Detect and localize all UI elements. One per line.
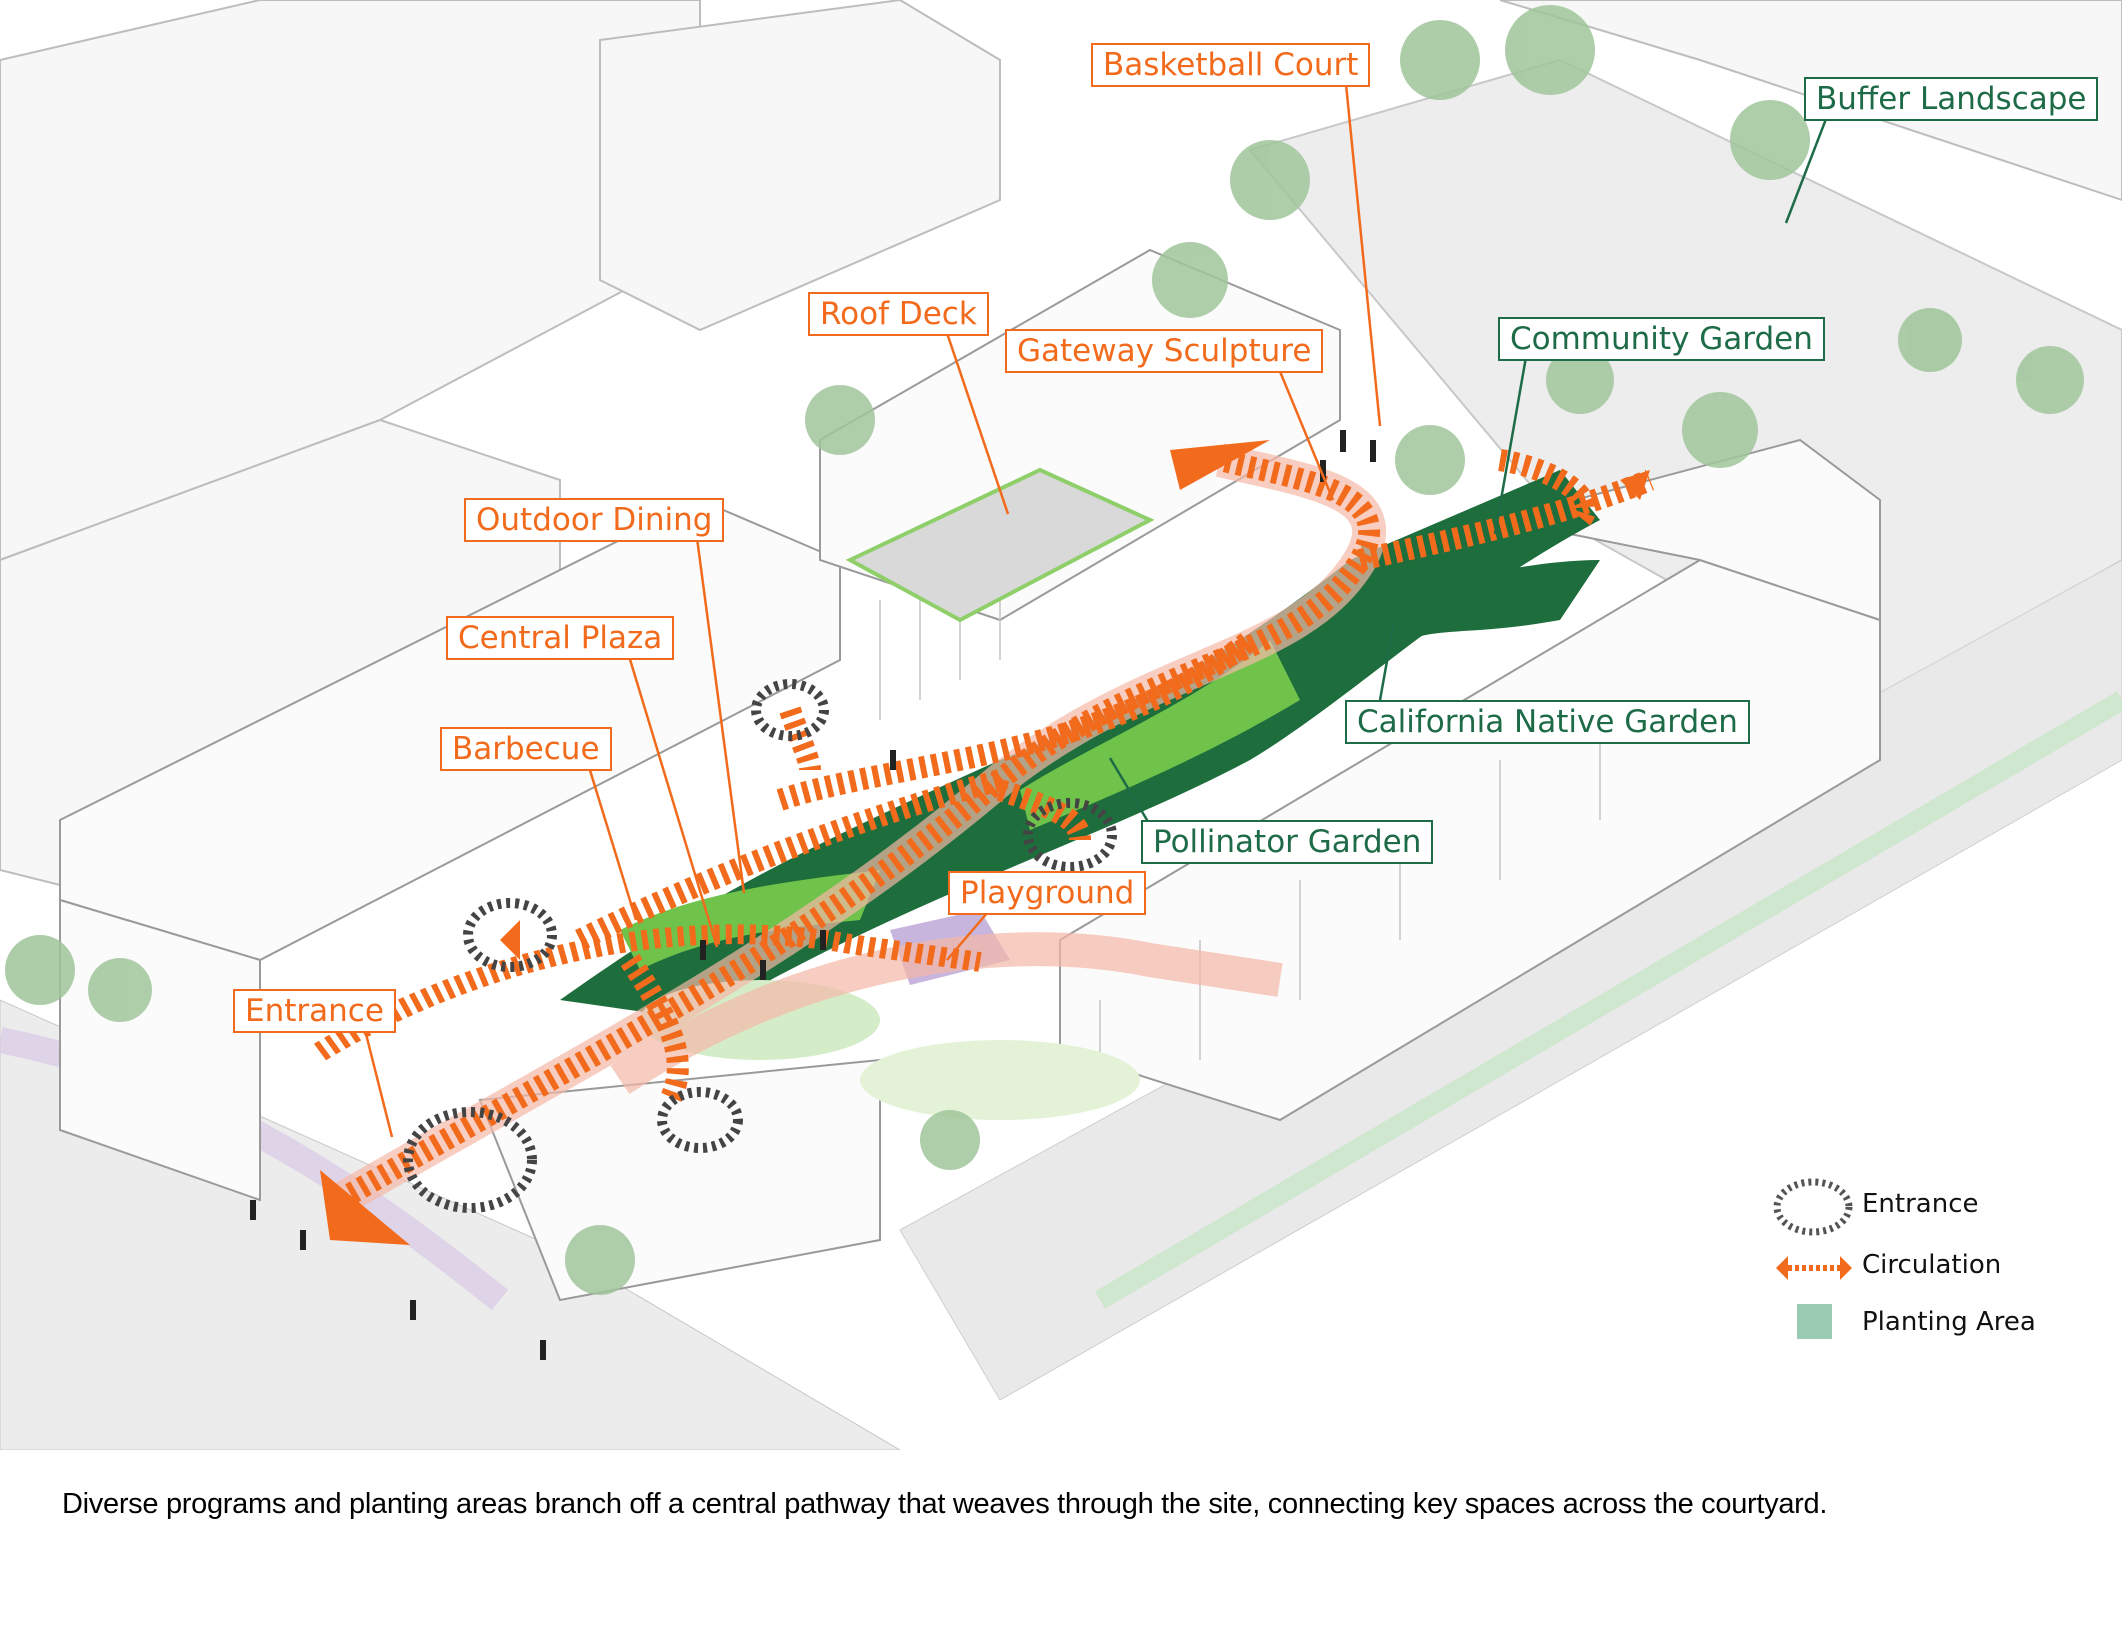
people-figures [250, 430, 1376, 1360]
label-leader-lines [363, 83, 1828, 1138]
label-playground: Playground [948, 871, 1147, 915]
label-pollinator-garden: Pollinator Garden [1141, 820, 1434, 864]
legend-entrance-icon [1773, 1178, 1853, 1236]
label-roof-deck: Roof Deck [808, 292, 989, 336]
legend-entrance-label: Entrance [1862, 1189, 1979, 1219]
roof-deck-area [845, 467, 1155, 623]
label-central-plaza: Central Plaza [446, 616, 675, 660]
legend [1773, 1178, 1853, 1339]
context-buildings [0, 0, 2122, 902]
label-buffer-landscape: Buffer Landscape [1804, 77, 2099, 121]
label-gateway-sculpture: Gateway Sculpture [1005, 329, 1324, 373]
label-entrance: Entrance [233, 989, 396, 1033]
label-basketball-court: Basketball Court [1091, 43, 1371, 87]
entrance-markers [403, 679, 1117, 1213]
trees [5, 5, 2084, 1295]
legend-circulation-icon [1776, 1256, 1852, 1280]
figure-caption: Diverse programs and planting areas bran… [62, 1488, 1828, 1520]
legend-planting-area-label: Planting Area [1862, 1307, 2036, 1337]
label-outdoor-dining: Outdoor Dining [464, 498, 725, 542]
label-community-garden: Community Garden [1498, 317, 1825, 361]
circulation-paths [313, 440, 1655, 1245]
label-california-native-garden: California Native Garden [1345, 700, 1750, 744]
axonometric-site-illustration [0, 0, 2122, 1450]
legend-planting-swatch [1797, 1304, 1832, 1339]
legend-circulation-label: Circulation [1862, 1250, 2002, 1280]
label-barbecue: Barbecue [440, 727, 612, 771]
